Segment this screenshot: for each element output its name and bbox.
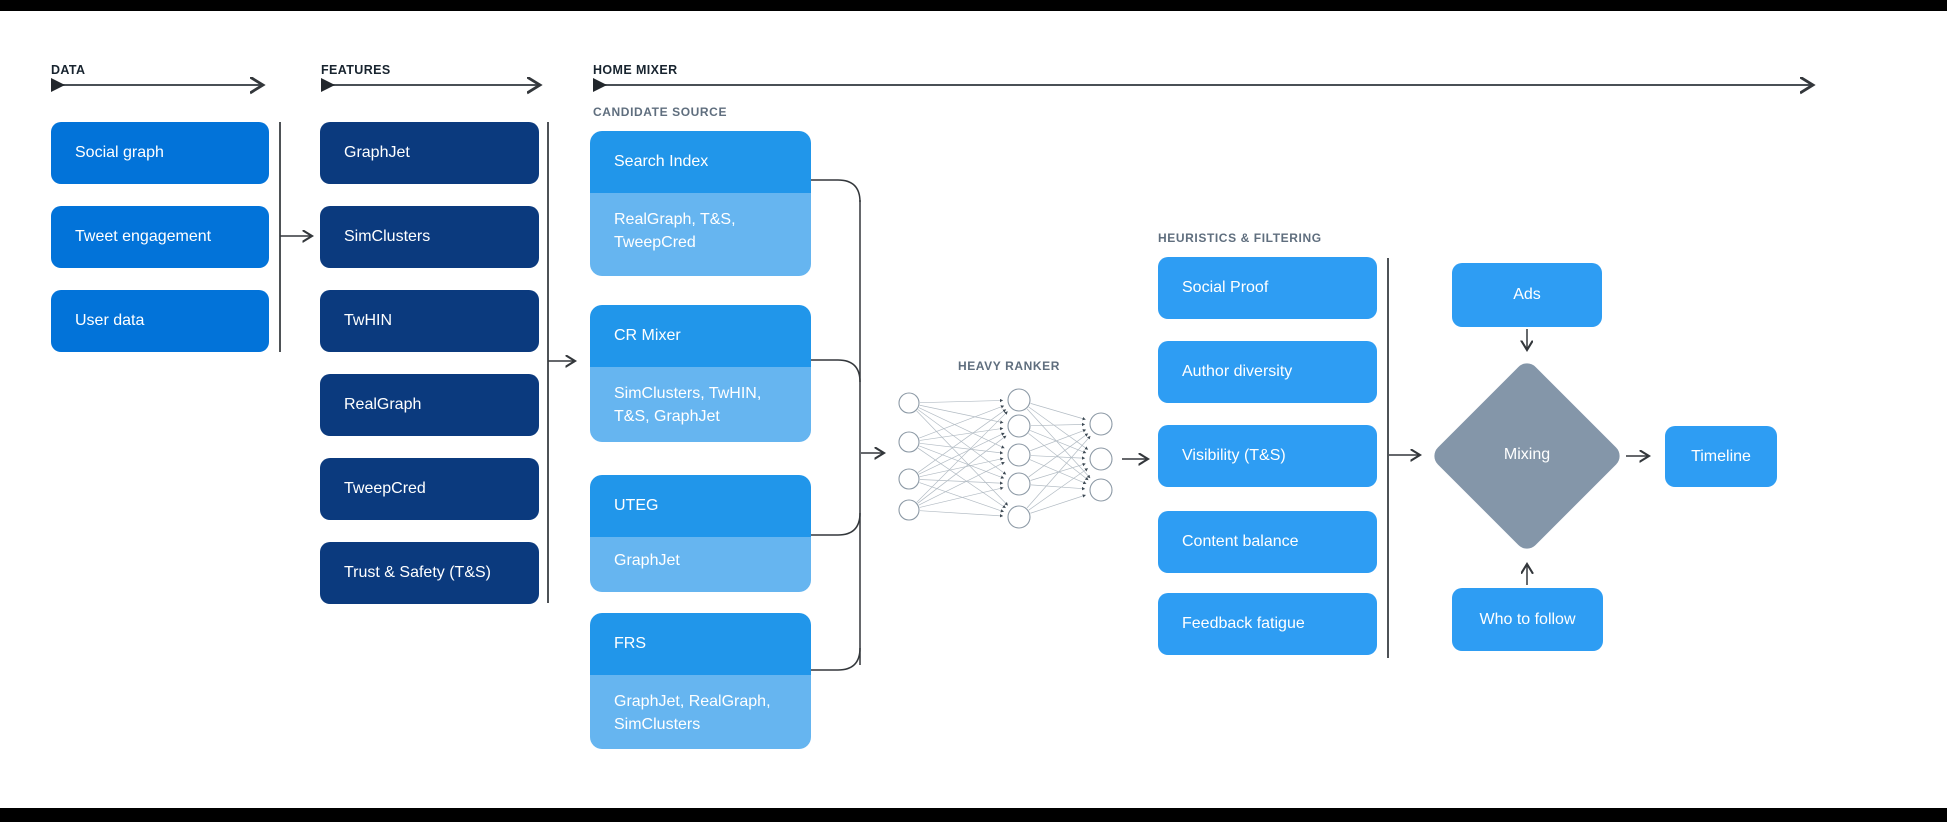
node-label: Feedback fatigue [1182,615,1305,632]
card-cr-mixer: CR Mixer SimClusters, TwHIN, T&S, GraphJ… [590,305,811,442]
label-candidate-source: CANDIDATE SOURCE [593,105,728,119]
node-simclusters: SimClusters [320,206,539,268]
heavy-ranker-network [898,388,1113,529]
node-twhin: TwHIN [320,290,539,352]
section-header-home-mixer: HOME MIXER [593,63,678,77]
node-trust-safety: Trust & Safety (T&S) [320,542,539,604]
node-visibility-ts: Visibility (T&S) [1158,425,1377,487]
node-social-graph: Social graph [51,122,269,184]
bottom-letterbox-bar [0,808,1947,822]
node-content-balance: Content balance [1158,511,1377,573]
node-social-proof: Social Proof [1158,257,1377,319]
node-label: Author diversity [1182,363,1293,380]
node-realgraph: RealGraph [320,374,539,436]
node-label: TwHIN [344,312,392,329]
label-heavy-ranker: HEAVY RANKER [957,359,1061,373]
node-who-to-follow: Who to follow [1452,588,1603,651]
node-label: Social Proof [1182,279,1269,296]
card-title: Search Index [590,131,811,193]
card-sources: GraphJet [590,537,811,592]
section-header-features: FEATURES [321,63,391,77]
node-label: Visibility (T&S) [1182,447,1286,464]
card-title: FRS [590,613,811,675]
node-label: Trust & Safety (T&S) [344,564,491,581]
curve-frs [811,647,861,671]
node-graphjet: GraphJet [320,122,539,184]
card-sources: RealGraph, T&S, TweepCred [590,193,811,276]
node-label: Tweet engagement [75,228,212,245]
top-letterbox-bar [0,0,1947,11]
node-label: Content balance [1182,533,1299,550]
node-label: User data [75,312,145,329]
node-timeline: Timeline [1665,426,1777,487]
node-user-data: User data [51,290,269,352]
node-label: Timeline [1691,447,1751,465]
node-tweet-engagement: Tweet engagement [51,206,269,268]
card-sources: SimClusters, TwHIN, T&S, GraphJet [590,367,811,442]
node-label: RealGraph [344,396,422,413]
card-uteg: UTEG GraphJet [590,475,811,592]
curve-search-index [811,179,861,203]
node-label: TweepCred [344,480,426,497]
node-label: GraphJet [344,144,410,161]
node-label: Mixing [1503,446,1551,463]
node-tweepcred: TweepCred [320,458,539,520]
card-search-index: Search Index RealGraph, T&S, TweepCred [590,131,811,276]
card-title: UTEG [590,475,811,537]
node-label: SimClusters [344,228,431,245]
curve-uteg [811,512,861,536]
card-frs: FRS GraphJet, RealGraph, SimClusters [590,613,811,749]
label-heuristics-filtering: HEURISTICS & FILTERING [1158,231,1322,245]
node-feedback-fatigue: Feedback fatigue [1158,593,1377,655]
node-label: Social graph [75,144,164,161]
card-title: CR Mixer [590,305,811,367]
node-label: Who to follow [1479,610,1576,628]
card-sources: GraphJet, RealGraph, SimClusters [590,675,811,749]
curve-cr-mixer [811,359,861,383]
node-ads: Ads [1452,263,1602,327]
section-header-data: DATA [51,63,86,77]
node-author-diversity: Author diversity [1158,341,1377,403]
node-label: Ads [1513,286,1541,303]
